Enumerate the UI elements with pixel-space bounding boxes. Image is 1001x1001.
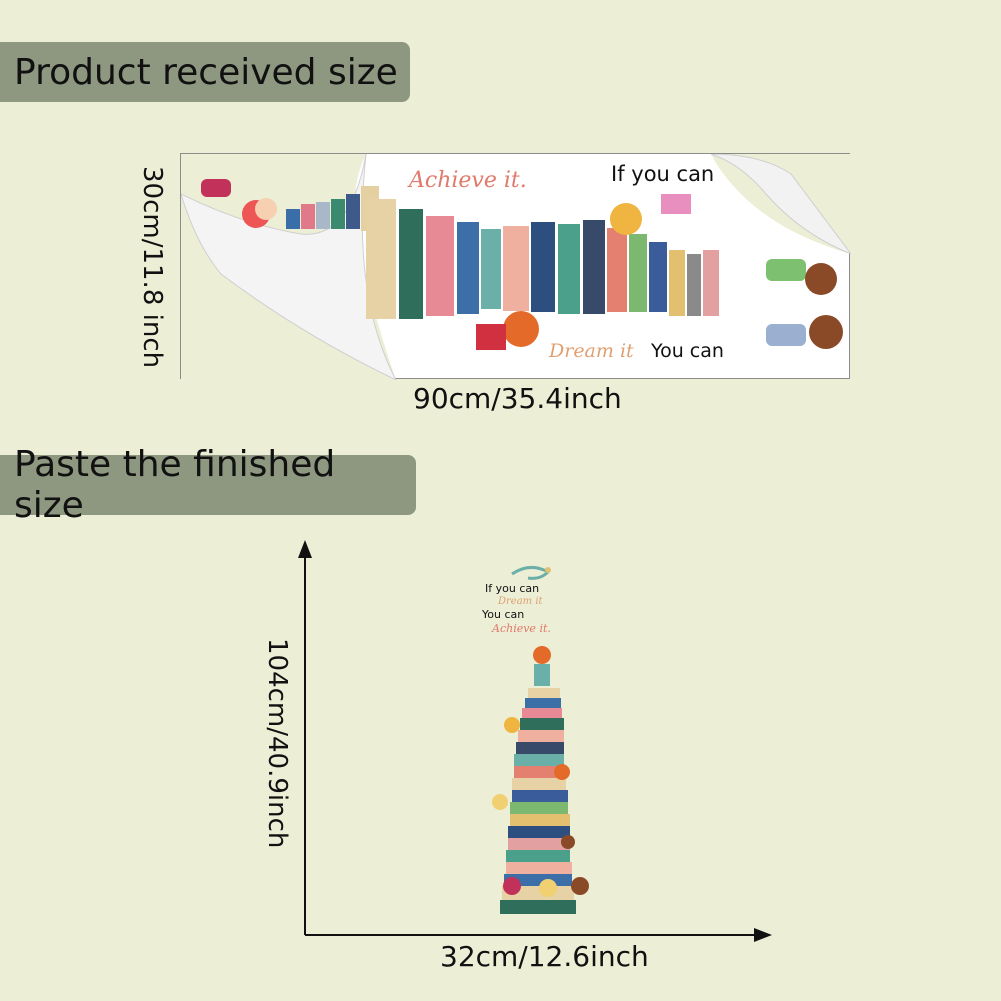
wind-swirl-icon [511, 566, 551, 580]
kid-figure [766, 259, 806, 281]
finished-width-dimension: 32cm/12.6inch [440, 940, 649, 973]
phrase-dream: Dream it [549, 340, 634, 362]
kid-figure [476, 324, 506, 350]
book-tower [500, 688, 576, 914]
received-size-label-text: Product received size [14, 51, 398, 93]
finished-height-dimension: 104cm/40.9inch [262, 638, 292, 849]
finished-phrase-dream: Dream it [498, 596, 543, 607]
received-width-dimension: 90cm/35.4inch [413, 382, 622, 415]
kid-figure [503, 877, 521, 895]
kid-figure [504, 717, 520, 733]
finished-phrase-achieve: Achieve it. [492, 622, 551, 635]
received-height-dimension: 30cm/11.8 inch [137, 165, 167, 369]
kid-figure [201, 179, 231, 197]
kid-figure [809, 315, 843, 349]
books-row-large [366, 199, 719, 319]
kid-figure [805, 263, 837, 295]
kid-figure [539, 879, 557, 897]
finished-phrase-you-can: You can [482, 608, 525, 621]
vertical-arrowhead [298, 540, 312, 558]
phrase-achieve: Achieve it. [409, 168, 527, 193]
kid-figure [533, 646, 551, 664]
phrase-you-can: You can [651, 340, 724, 362]
kid-figure [492, 794, 508, 810]
peeled-flap-right [710, 154, 851, 255]
kid-figure [766, 324, 806, 346]
books-row-small [286, 186, 379, 231]
kid-figure [255, 198, 277, 220]
finished-phrase-if-you-can: If you can [485, 582, 540, 595]
sticker-sheet: Achieve it. If you can Dream it You can [180, 153, 851, 380]
kid-figure [610, 203, 642, 235]
kid-figure [503, 311, 539, 347]
kid-figure [534, 664, 550, 686]
kid-figure [571, 877, 589, 895]
kid-figure [661, 194, 691, 214]
kid-figure [554, 764, 570, 780]
finished-size-label: Paste the finished size [0, 444, 416, 526]
finished-size-label-text: Paste the finished size [14, 444, 336, 526]
star-icon [545, 567, 551, 573]
phrase-if-you-can: If you can [611, 162, 715, 186]
horizontal-arrowhead [754, 928, 772, 942]
received-size-label: Product received size [0, 42, 410, 102]
sticker-artwork [181, 154, 851, 380]
kid-figure [561, 835, 575, 849]
